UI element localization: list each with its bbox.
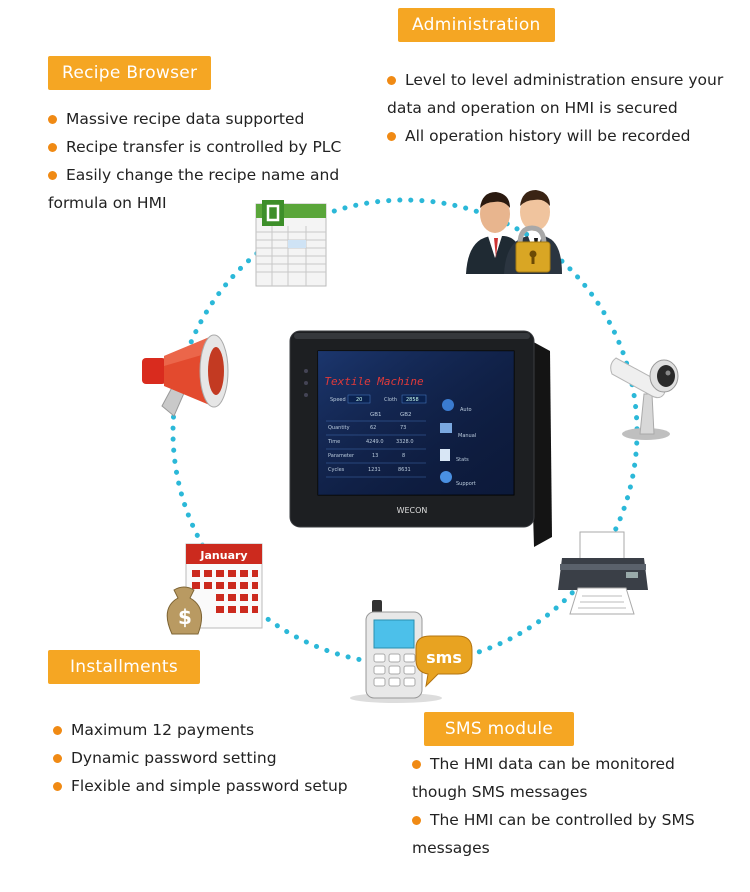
list-item: Easily change the recipe name and formul… [48,161,348,217]
table-row: Parameter [328,453,355,459]
sms-bubble-label: sms [426,648,462,667]
table-row: Time [327,439,340,445]
list-item: Massive recipe data supported [48,105,348,133]
sms-module-tag: SMS module [424,712,574,746]
hmi-button-manual[interactable]: Manual [458,433,476,439]
dollar-icon: $ [178,605,192,629]
hmi-button-auto[interactable]: Auto [460,407,472,413]
megaphone-icon [142,334,229,417]
installments-tag: Installments [48,650,200,684]
list-item: The HMI can be controlled by SMS message… [412,806,722,862]
table-cell: 13 [372,453,378,459]
list-item: Dynamic password setting [53,744,373,772]
hmi-speed-value: 20 [356,397,362,403]
hmi-button-stats[interactable]: Stats [456,457,469,463]
table-cell: 8 [402,453,405,459]
hmi-cloth-value: 2858 [406,397,419,403]
sms-module-list: The HMI data can be monitored though SMS… [412,750,722,862]
table-cell: 62 [370,425,376,431]
hmi-col1: GB1 [370,412,382,418]
table-cell: 8631 [398,467,411,473]
administration-tag: Administration [398,8,555,42]
hmi-cloth-label: Cloth [384,397,397,403]
spreadsheet-icon [255,200,327,287]
list-item: Maximum 12 payments [53,716,373,744]
hmi-brand-logo: WECON [397,506,428,515]
table-cell: 4249.0 [366,439,384,445]
hmi-screen-title: Textile Machine [324,375,424,388]
list-item: The HMI data can be monitored though SMS… [412,750,722,806]
table-row: Cycles [328,467,345,473]
hmi-speed-label: Speed [330,397,346,403]
recipe-browser-list: Massive recipe data supported Recipe tra… [48,105,348,217]
hmi-button-support[interactable]: Support [456,481,476,487]
recipe-browser-tag: Recipe Browser [48,56,212,90]
administration-list: Level to level administration ensure you… [387,66,732,150]
list-item: Recipe transfer is controlled by PLC [48,133,348,161]
calendar-month-label: January [199,549,247,562]
hmi-col2: GB2 [400,412,412,418]
printer-icon [558,531,648,615]
list-item: All operation history will be recorded [387,122,732,150]
table-row: Quantity [328,425,350,431]
installments-list: Maximum 12 payments Dynamic password set… [53,716,373,800]
hmi-device: Textile Machine Speed 20 Cloth 2858 GB1 … [289,330,552,547]
calendar-icon: January $ [166,543,263,635]
table-cell: 73 [400,425,406,431]
hmi-table: Quantity 62 73 Time 4249.0 3328.0 Parame… [327,425,414,473]
table-cell: 1231 [368,467,381,473]
table-cell: 3328.0 [396,439,414,445]
camera-icon [610,357,679,440]
list-item: Level to level administration ensure you… [387,66,732,122]
sms-phone-icon: sms [350,600,473,703]
users-lock-icon [466,190,562,274]
list-item: Flexible and simple password setup [53,772,373,800]
